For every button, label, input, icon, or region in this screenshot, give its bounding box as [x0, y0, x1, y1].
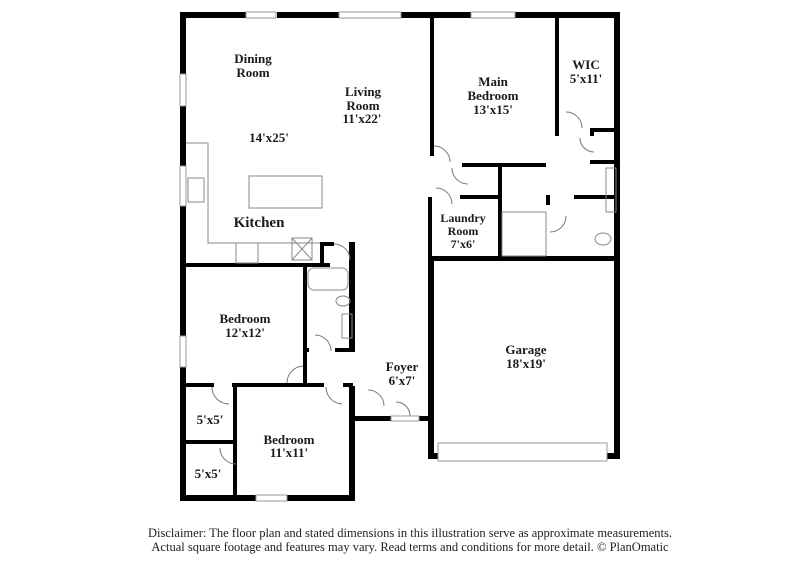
garage-size: 18'x19' — [506, 356, 546, 371]
bath-sink-icon — [341, 313, 353, 339]
shower-icon — [501, 211, 547, 257]
dining-living-size: 14'x25' — [249, 130, 289, 145]
bedroom-2-label: Bedroom — [219, 311, 270, 326]
main-bedroom-size: 13'x15' — [473, 102, 513, 117]
kitchen-label: Kitchen — [234, 215, 285, 231]
room-labels: Dining Room 14'x25' Living Room 11'x22' … — [195, 51, 603, 481]
fixtures — [186, 142, 617, 339]
windows — [179, 11, 608, 502]
toilet-icon — [594, 232, 612, 246]
laundry-room-label-2: Room — [448, 224, 479, 238]
garage-label: Garage — [505, 342, 546, 357]
bathtub-icon — [307, 267, 349, 291]
dining-room-label: Dining — [234, 51, 272, 66]
sink-icon — [187, 177, 205, 203]
living-room-label: Living — [345, 84, 382, 99]
living-room-label-2: Room — [346, 98, 379, 113]
toilet-icon — [335, 295, 351, 307]
disclaimer-line-2: Actual square footage and features may v… — [151, 540, 669, 554]
laundry-room-label: Laundry — [440, 211, 485, 225]
vanity-icon — [605, 167, 617, 213]
doors — [211, 111, 595, 465]
bedroom-3-size: 11'x11' — [270, 445, 308, 460]
closet-1-size: 5'x5' — [197, 412, 224, 427]
main-bedroom-label: Main — [478, 74, 508, 89]
main-bedroom-label-2: Bedroom — [467, 88, 518, 103]
wic-label: WIC — [572, 57, 599, 72]
wic-size: 5'x11' — [570, 71, 603, 86]
laundry-room-size: 7'x6' — [451, 237, 476, 251]
walls — [180, 12, 620, 501]
dining-room-label-2: Room — [236, 65, 269, 80]
fridge-icon — [291, 237, 313, 261]
bedroom-3-label: Bedroom — [263, 432, 314, 447]
foyer-label: Foyer — [386, 359, 419, 374]
living-room-size: 11'x22' — [342, 111, 381, 126]
closet-2-size: 5'x5' — [195, 466, 222, 481]
disclaimer-line-1: Disclaimer: The floor plan and stated di… — [148, 526, 672, 540]
kitchen-island — [248, 175, 323, 209]
foyer-size: 6'x7' — [389, 373, 416, 388]
stove-icon — [235, 242, 259, 264]
bedroom-2-size: 12'x12' — [225, 325, 265, 340]
